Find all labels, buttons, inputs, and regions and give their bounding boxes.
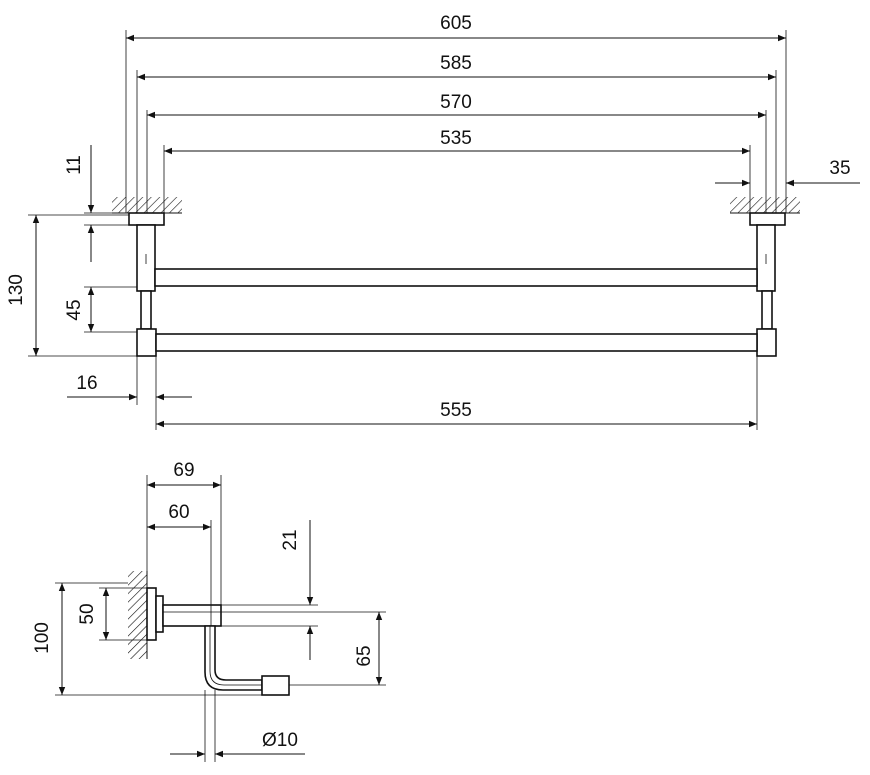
side-collar	[155, 595, 164, 633]
dim-130: 130	[6, 274, 27, 306]
left-flange	[128, 212, 165, 226]
dim-35: 35	[829, 158, 850, 179]
lower-bar	[155, 333, 758, 352]
upper-bar	[154, 268, 758, 287]
dim-50: 50	[77, 603, 98, 624]
dim-555: 555	[440, 400, 472, 421]
side-view: 69 60 21 65 50 100 Ø10	[32, 460, 386, 762]
side-end-cap	[261, 675, 290, 696]
right-lower-cap	[756, 328, 777, 357]
dim-535: 535	[440, 128, 472, 149]
dim-11: 11	[64, 155, 85, 175]
side-drop-bar	[204, 625, 263, 691]
wall-hatch-right	[730, 197, 800, 213]
dim-585: 585	[440, 53, 472, 74]
right-post-lower	[761, 290, 773, 330]
dim-45: 45	[64, 299, 85, 320]
front-view: 605 585 570 535 35 11 130 45	[6, 13, 860, 430]
dim-21: 21	[280, 529, 301, 550]
dim-69: 69	[173, 460, 194, 481]
dim-16: 16	[76, 373, 97, 394]
dim-100: 100	[32, 622, 53, 654]
dim-570: 570	[440, 92, 472, 113]
side-arm	[162, 604, 222, 627]
dim-diameter-10: Ø10	[262, 730, 298, 751]
dim-65: 65	[354, 645, 375, 666]
right-flange	[749, 212, 786, 226]
side-wall-hatch	[128, 571, 147, 659]
left-post-lower	[140, 290, 152, 330]
dim-605: 605	[440, 13, 472, 34]
left-lower-cap	[136, 328, 157, 357]
side-flange	[146, 587, 157, 641]
dim-60: 60	[168, 502, 189, 523]
